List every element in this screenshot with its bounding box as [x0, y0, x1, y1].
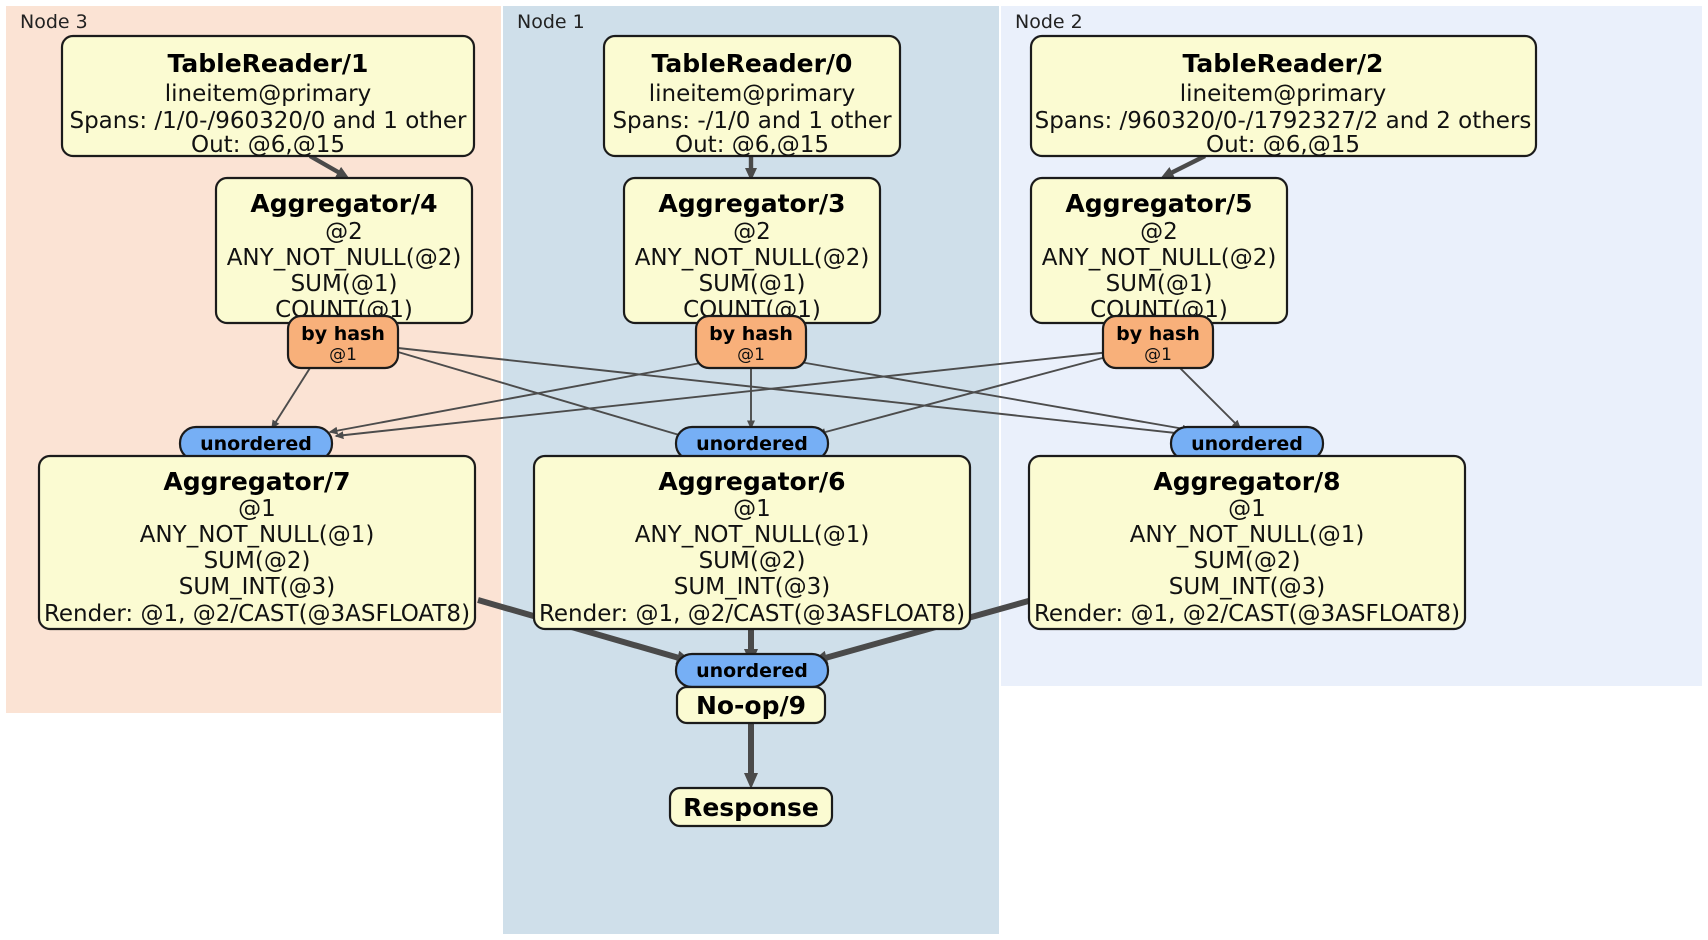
processor-line: @2 — [733, 219, 771, 245]
edge-hashright-unorderedright — [1179, 367, 1242, 430]
output-badge-sub: @1 — [329, 345, 357, 365]
processor-title: Aggregator/7 — [163, 467, 350, 496]
processor-aggregator-7[interactable]: Aggregator/7 @1 ANY_NOT_NULL(@1) SUM(@2)… — [37, 454, 477, 631]
processor-line: ANY_NOT_NULL(@2) — [635, 245, 870, 271]
processor-line: lineitem@primary — [1180, 81, 1386, 107]
edge-hashright-unorderedleft — [334, 351, 1111, 440]
processor-noop-9[interactable]: No-op/9 — [675, 685, 827, 725]
processor-line: ANY_NOT_NULL(@2) — [227, 245, 462, 271]
processor-line: Out: @6,@15 — [675, 132, 829, 158]
edge-tablereader2-aggregator5 — [1160, 154, 1206, 179]
input-badge-unordered-left[interactable]: unordered — [178, 425, 334, 462]
processor-line: Spans: /1/0-/960320/0 and 1 other — [69, 108, 467, 134]
input-badge-label: unordered — [1191, 433, 1303, 455]
processor-title: Aggregator/3 — [658, 189, 845, 218]
input-badge-unordered-center[interactable]: unordered — [674, 425, 830, 462]
processor-title: Aggregator/5 — [1065, 189, 1252, 218]
edge-hashright-unorderedcenter — [816, 355, 1111, 436]
processor-line: @1 — [1228, 496, 1266, 522]
processor-title: TableReader/0 — [652, 49, 853, 78]
processor-line: SUM(@1) — [699, 271, 806, 297]
processor-line: SUM_INT(@3) — [179, 574, 335, 600]
processor-aggregator-5[interactable]: Aggregator/5 @2 ANY_NOT_NULL(@2) SUM(@1)… — [1029, 176, 1289, 325]
processor-line: Render: @1, @2/CAST(@3ASFLOAT8) — [1034, 601, 1460, 627]
processor-title: TableReader/1 — [168, 49, 369, 78]
panel-node-2-label: Node 2 — [1015, 11, 1083, 33]
input-badge-label: unordered — [696, 660, 808, 682]
processor-line: Render: @1, @2/CAST(@3ASFLOAT8) — [44, 601, 470, 627]
output-badge-hash-left[interactable]: by hash @1 — [286, 314, 400, 370]
processor-line: SUM(@1) — [1106, 271, 1213, 297]
processor-line: Spans: /960320/0-/1792327/2 and 2 others — [1035, 108, 1532, 134]
panel-node-1-label: Node 1 — [517, 11, 585, 33]
input-badge-label: unordered — [200, 433, 312, 455]
processor-line: SUM(@2) — [699, 548, 806, 574]
output-badge-label: by hash — [301, 323, 385, 345]
processor-tablereader-0[interactable]: TableReader/0 lineitem@primary Spans: -/… — [602, 34, 902, 158]
processor-response[interactable]: Response — [668, 786, 834, 828]
processor-line: ANY_NOT_NULL(@1) — [635, 522, 870, 548]
processor-aggregator-4[interactable]: Aggregator/4 @2 ANY_NOT_NULL(@2) SUM(@1)… — [214, 176, 474, 325]
edge-tablereader1-aggregator4 — [308, 154, 350, 179]
processor-aggregator-8[interactable]: Aggregator/8 @1 ANY_NOT_NULL(@1) SUM(@2)… — [1027, 454, 1467, 631]
edge-hashleft-unorderedright — [397, 347, 1187, 438]
processor-aggregator-3[interactable]: Aggregator/3 @2 ANY_NOT_NULL(@2) SUM(@1)… — [622, 176, 882, 325]
processor-line: SUM_INT(@3) — [1169, 574, 1325, 600]
processor-title: TableReader/2 — [1183, 49, 1384, 78]
processor-tablereader-1[interactable]: TableReader/1 lineitem@primary Spans: /1… — [60, 34, 476, 158]
panel-node-3-label: Node 3 — [20, 11, 88, 33]
output-badge-label: by hash — [1116, 323, 1200, 345]
processor-line: ANY_NOT_NULL(@1) — [140, 522, 375, 548]
processor-line: @1 — [238, 496, 276, 522]
output-badge-sub: @1 — [1144, 345, 1172, 365]
processor-aggregator-6[interactable]: Aggregator/6 @1 ANY_NOT_NULL(@1) SUM(@2)… — [532, 454, 972, 631]
processor-line: SUM_INT(@3) — [674, 574, 830, 600]
processor-line: @1 — [733, 496, 771, 522]
processor-title: Aggregator/8 — [1153, 467, 1340, 496]
input-badge-unordered-right[interactable]: unordered — [1169, 425, 1325, 462]
processor-line: @2 — [325, 219, 363, 245]
output-badge-hash-center[interactable]: by hash @1 — [694, 314, 808, 370]
edge-hashleft-unorderedcenter — [397, 351, 688, 439]
processor-line: Spans: -/1/0 and 1 other — [612, 108, 892, 134]
processor-line: SUM(@2) — [204, 548, 311, 574]
processor-line: Out: @6,@15 — [1206, 132, 1360, 158]
output-badge-sub: @1 — [737, 345, 765, 365]
output-badge-label: by hash — [709, 323, 793, 345]
input-badge-label: unordered — [696, 433, 808, 455]
processor-line: lineitem@primary — [165, 81, 371, 107]
processor-line: lineitem@primary — [649, 81, 855, 107]
processor-line: Out: @6,@15 — [191, 132, 345, 158]
processor-line: ANY_NOT_NULL(@1) — [1130, 522, 1365, 548]
processor-title: Response — [683, 793, 819, 822]
processor-title: Aggregator/6 — [658, 467, 845, 496]
processor-line: Render: @1, @2/CAST(@3ASFLOAT8) — [539, 601, 965, 627]
edge-hashleft-unorderedleft — [271, 367, 311, 430]
processor-tablereader-2[interactable]: TableReader/2 lineitem@primary Spans: /9… — [1029, 34, 1538, 158]
processor-line: ANY_NOT_NULL(@2) — [1042, 245, 1277, 271]
processor-title: Aggregator/4 — [250, 189, 437, 218]
processor-line: SUM(@2) — [1194, 548, 1301, 574]
processor-line: SUM(@1) — [291, 271, 398, 297]
processor-title: No-op/9 — [696, 691, 806, 720]
edge-hashcenter-unorderedright — [799, 361, 1192, 433]
input-badge-unordered-final[interactable]: unordered — [674, 652, 830, 689]
output-badge-hash-right[interactable]: by hash @1 — [1101, 314, 1215, 370]
processor-line: @2 — [1140, 219, 1178, 245]
edge-hashcenter-unorderedleft — [328, 361, 707, 435]
